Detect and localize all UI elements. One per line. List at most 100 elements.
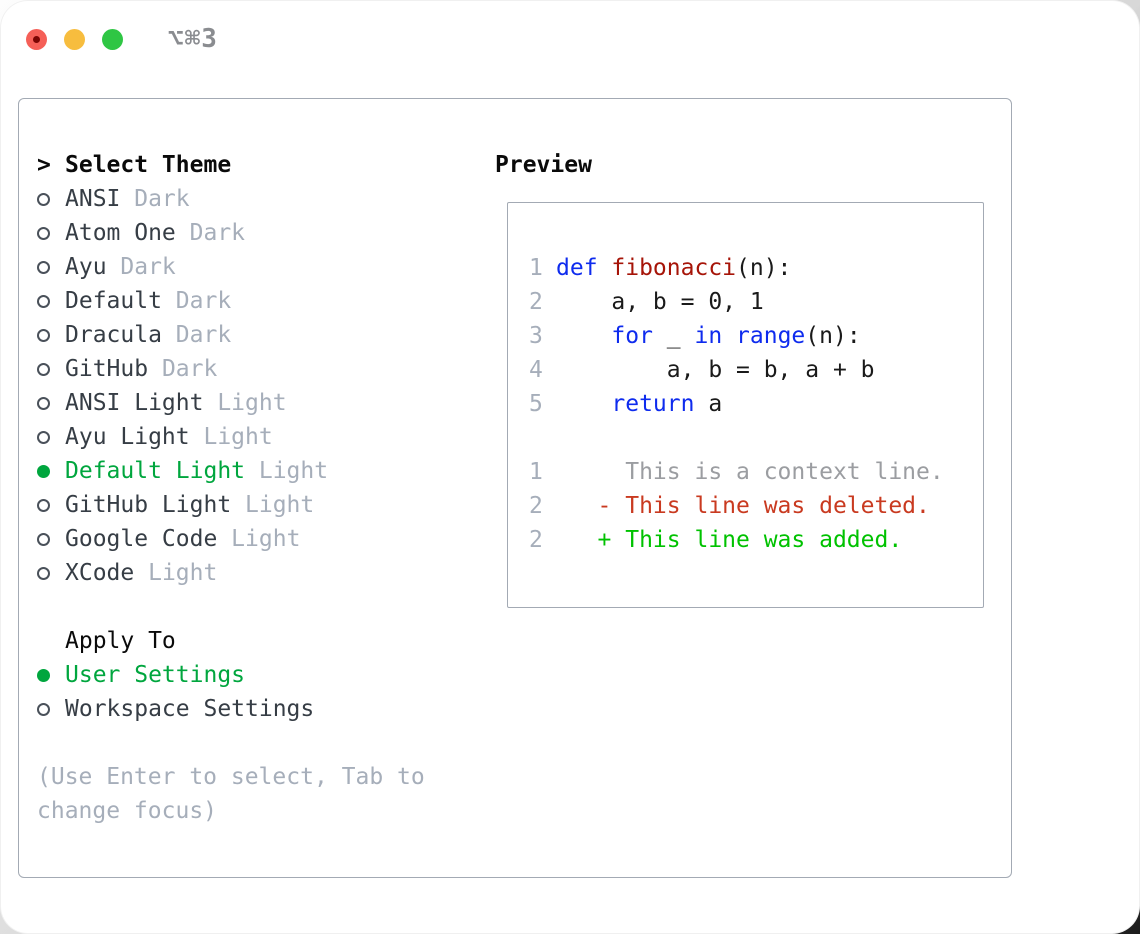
- radio-icon: [37, 430, 65, 444]
- theme-variant: Dark: [175, 220, 246, 246]
- theme-variant: Light: [134, 560, 218, 586]
- line-number: 1: [529, 255, 543, 281]
- code-token: fibonacci: [611, 255, 737, 281]
- code-token: return: [611, 391, 695, 417]
- minimize-button[interactable]: [64, 29, 85, 50]
- diff-text: This is a context line.: [556, 459, 944, 485]
- theme-variant: Light: [231, 492, 315, 518]
- radio-circle-icon: [37, 260, 50, 274]
- diff-preview: 1 This is a context line. 2 - This line w…: [529, 455, 983, 557]
- line-number: 3: [529, 323, 543, 349]
- code-line: 4 a, b = b, a + b: [529, 353, 983, 387]
- radio-circle-icon: [37, 192, 50, 206]
- theme-option[interactable]: ANSI Dark: [37, 182, 487, 216]
- radio-circle-icon: [37, 294, 50, 308]
- zoom-button[interactable]: [102, 29, 123, 50]
- radio-icon: [37, 328, 65, 342]
- code-token: a: [694, 391, 723, 417]
- theme-option[interactable]: GitHub Dark: [37, 352, 487, 386]
- spacer: [37, 726, 487, 760]
- code-token: a, b = 0, 1: [556, 289, 764, 315]
- theme-name: ANSI: [65, 186, 121, 212]
- theme-option[interactable]: Dracula Dark: [37, 318, 487, 352]
- radio-circle-icon: [37, 668, 50, 682]
- apply-to-header: Apply To: [37, 624, 487, 658]
- theme-name: XCode: [65, 560, 135, 586]
- unsaved-dot-icon: [33, 36, 40, 43]
- theme-name: ANSI Light: [65, 390, 204, 416]
- close-button[interactable]: [26, 29, 47, 50]
- theme-option[interactable]: Ayu Light Light: [37, 420, 487, 454]
- apply-to-label: User Settings: [65, 662, 246, 688]
- apply-to-option[interactable]: User Settings: [37, 658, 487, 692]
- radio-circle-icon: [37, 702, 50, 716]
- theme-name: Ayu Light: [65, 424, 190, 450]
- theme-name: Atom One: [65, 220, 176, 246]
- apply-to-label: Workspace Settings: [65, 696, 315, 722]
- radio-circle-icon: [37, 362, 50, 376]
- code-line: 2 a, b = 0, 1: [529, 285, 983, 319]
- theme-option[interactable]: Atom One Dark: [37, 216, 487, 250]
- select-theme-header: > Select Theme: [37, 148, 487, 182]
- theme-variant: Light: [245, 458, 329, 484]
- theme-variant: Dark: [120, 186, 190, 212]
- theme-name: Dracula: [65, 322, 162, 348]
- line-number: 4: [529, 357, 543, 383]
- code-token: range: [736, 323, 806, 349]
- theme-option[interactable]: Default Light Light: [37, 454, 487, 488]
- theme-option[interactable]: Default Dark: [37, 284, 487, 318]
- line-number: 5: [529, 391, 543, 417]
- theme-variant: Dark: [106, 254, 176, 280]
- title-bar[interactable]: ⌥⌘3: [0, 0, 1140, 78]
- theme-option[interactable]: XCode Light: [37, 556, 487, 590]
- radio-icon: [37, 532, 65, 546]
- code-token: a, b = b, a + b: [556, 357, 875, 383]
- radio-circle-icon: [37, 430, 50, 444]
- radio-icon: [37, 362, 65, 376]
- code-token: def: [556, 255, 612, 281]
- apply-to-option[interactable]: Workspace Settings: [37, 692, 487, 726]
- theme-variant: Light: [217, 526, 301, 552]
- diff-line: 2 - This line was deleted.: [529, 489, 983, 523]
- theme-option[interactable]: GitHub Light Light: [37, 488, 487, 522]
- line-number: 2: [529, 527, 543, 553]
- select-theme-title: Select Theme: [65, 152, 232, 178]
- code-token: (n):: [736, 255, 792, 281]
- radio-circle-icon: [37, 226, 50, 240]
- line-number: 2: [529, 493, 543, 519]
- theme-option[interactable]: Google Code Light: [37, 522, 487, 556]
- code-line: 5 return a: [529, 387, 983, 421]
- theme-variant: Dark: [148, 356, 218, 382]
- diff-line: 2 + This line was added.: [529, 523, 983, 557]
- theme-variant: Dark: [161, 288, 232, 314]
- code-token: for: [611, 323, 653, 349]
- radio-circle-icon: [37, 464, 50, 478]
- radio-circle-icon: [37, 498, 50, 512]
- code-token: in: [694, 323, 723, 349]
- radio-circle-icon: [37, 566, 50, 580]
- spacer: [529, 421, 983, 455]
- code-token: _: [652, 323, 695, 349]
- line-number: 1: [529, 459, 543, 485]
- radio-icon: [37, 498, 65, 512]
- radio-icon: [37, 260, 65, 274]
- radio-circle-icon: [37, 328, 50, 342]
- code-token: (n):: [805, 323, 861, 349]
- theme-name: GitHub Light: [65, 492, 232, 518]
- theme-option[interactable]: ANSI Light Light: [37, 386, 487, 420]
- theme-option[interactable]: Ayu Dark: [37, 250, 487, 284]
- radio-circle-icon: [37, 532, 50, 546]
- radio-icon: [37, 464, 65, 478]
- prompt-icon: >: [37, 152, 51, 178]
- radio-icon: [37, 668, 65, 682]
- diff-text: + This line was added.: [556, 527, 903, 553]
- theme-variant: Light: [189, 424, 273, 450]
